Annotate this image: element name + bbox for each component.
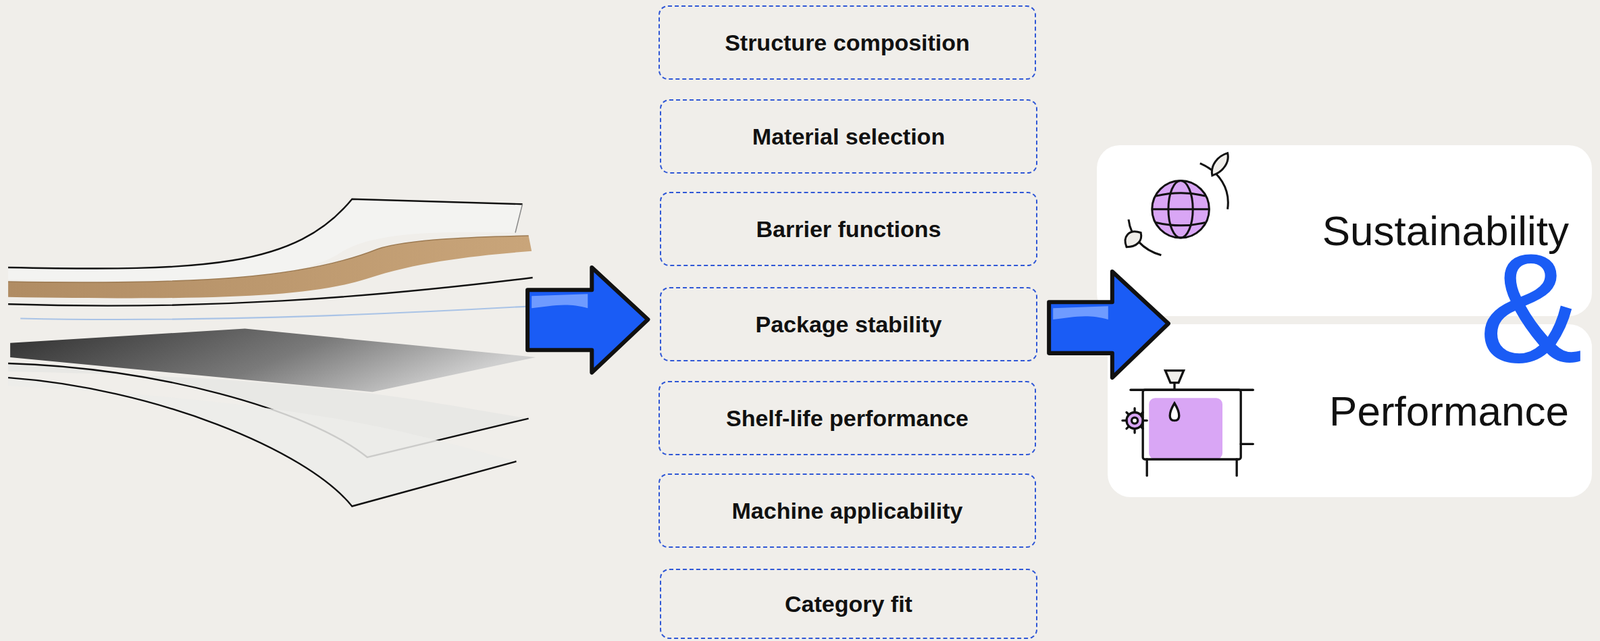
- box-label: Shelf-life performance: [726, 405, 969, 432]
- dashed-box: Material selection: [659, 99, 1038, 174]
- box-label: Material selection: [752, 123, 945, 150]
- panel-title: Performance: [1329, 386, 1569, 435]
- box-label: Category fit: [784, 590, 913, 618]
- box-label: Package stability: [755, 311, 943, 338]
- dashed-box: Barrier functions: [659, 191, 1038, 267]
- block-arrow: [1048, 271, 1169, 378]
- dashed-box: Package stability: [659, 287, 1038, 362]
- box-label: Machine applicability: [732, 497, 964, 525]
- machine-icon: [1122, 370, 1253, 477]
- dashed-box: Category fit: [659, 568, 1038, 639]
- box-label: Barrier functions: [756, 216, 942, 243]
- globe-icon: [1125, 153, 1228, 256]
- box-label: Structure composition: [724, 29, 970, 57]
- ampersand-label: &: [1479, 230, 1583, 387]
- dashed-box: Machine applicability: [658, 473, 1037, 548]
- dashed-box: Structure composition: [658, 5, 1037, 80]
- block-arrow: [527, 267, 648, 373]
- dashed-box: Shelf-life performance: [658, 380, 1037, 456]
